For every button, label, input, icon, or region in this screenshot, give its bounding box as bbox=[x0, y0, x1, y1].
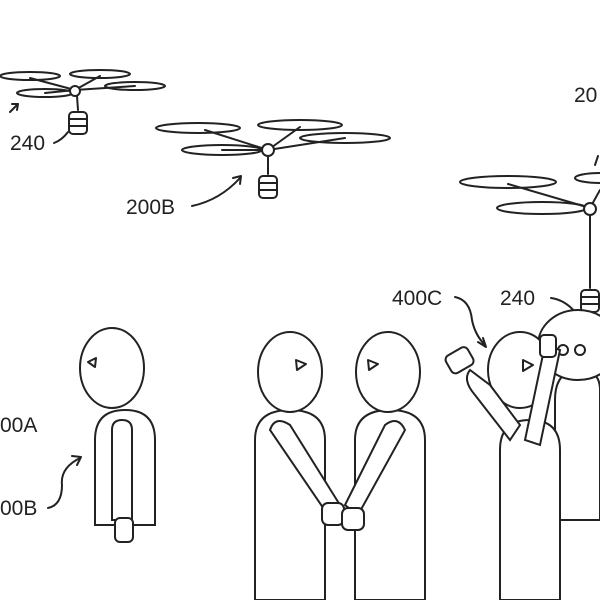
person-pair bbox=[254, 331, 426, 600]
label-240-right: 240 bbox=[500, 287, 535, 310]
leader-line bbox=[53, 131, 69, 144]
label-240-left: 240 bbox=[10, 132, 45, 155]
drone-200b bbox=[155, 119, 391, 199]
leader-arrow bbox=[191, 175, 242, 207]
person-group-right bbox=[444, 309, 600, 600]
label-200-right: 20 bbox=[574, 84, 597, 107]
leader-arrow bbox=[594, 155, 599, 166]
label-400a: 00A bbox=[0, 414, 37, 437]
label-200b: 200B bbox=[126, 196, 175, 219]
person-left bbox=[79, 327, 156, 543]
leader-arrow bbox=[454, 296, 487, 348]
drone-right bbox=[459, 172, 600, 313]
leader-arrow bbox=[47, 455, 82, 509]
label-400c: 400C bbox=[392, 287, 442, 310]
drone-left bbox=[0, 69, 166, 135]
label-400b: 00B bbox=[0, 497, 37, 520]
